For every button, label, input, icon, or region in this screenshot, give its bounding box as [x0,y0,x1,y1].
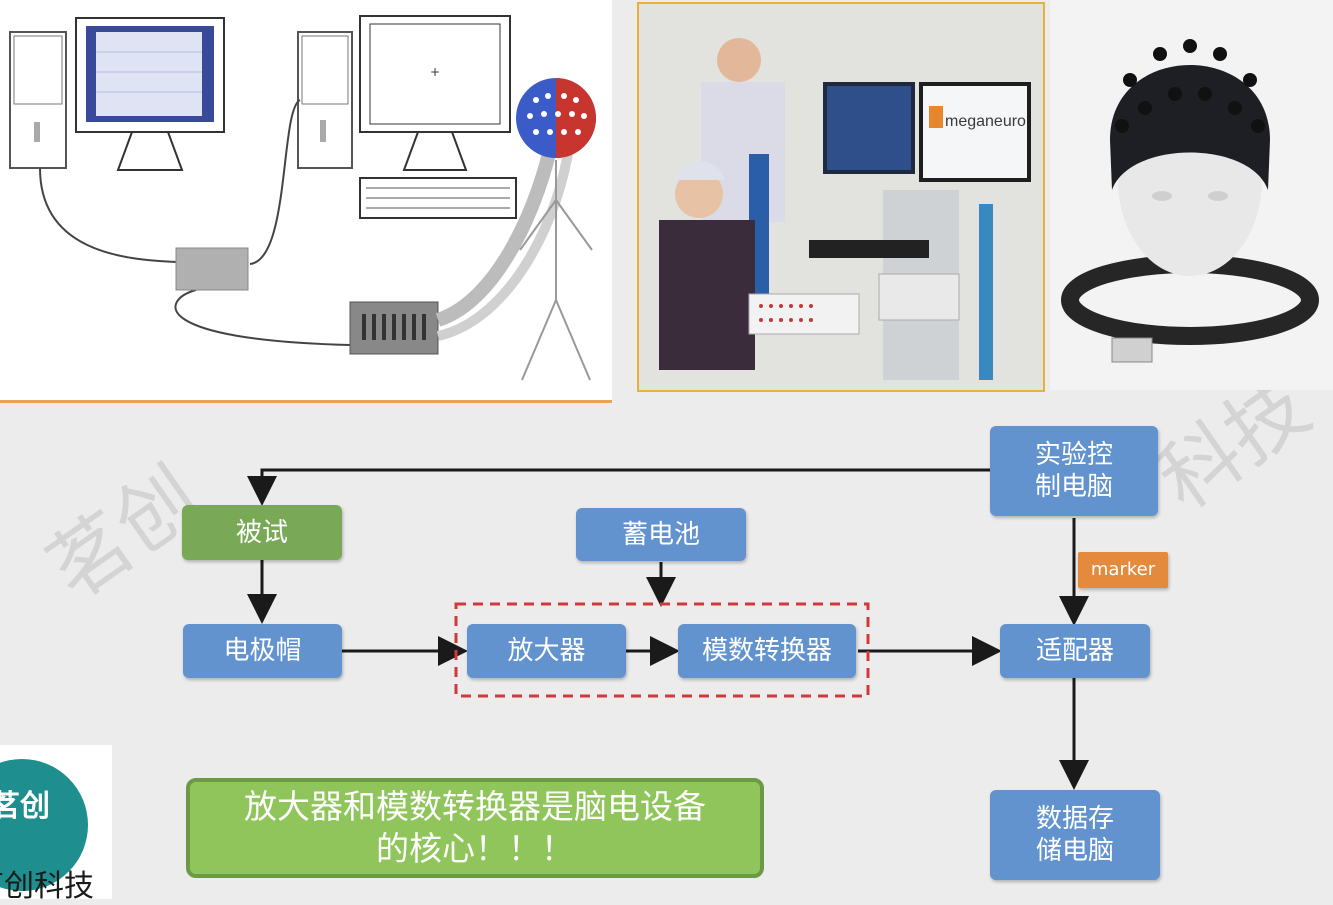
amplifier-box: 放大器 [467,624,626,678]
eeg-cap-drawing [1050,0,1333,390]
core-note: 放大器和模数转换器是脑电设备 的核心！！！ [186,778,764,878]
eeg-setup-schematic: + [0,0,612,403]
ad-converter-box: 模数转换器 [678,624,856,678]
battery-box: 蓄电池 [576,508,746,561]
eeg-cap-photo [1050,0,1333,390]
core-dashed-region [454,602,870,698]
experiment-control-pc-box: 实验控 制电脑 [990,426,1158,516]
photo-brand-text: meganeuro [945,113,1026,130]
logo-mark: 茗创 [0,789,50,824]
eeg-lab-photo: meganeuro [637,2,1045,392]
data-storage-pc-box: 数据存 储电脑 [990,790,1160,880]
subject-box: 被试 [182,505,342,560]
lab-photo-drawing: meganeuro [639,4,1043,390]
adapter-box: 适配器 [1000,624,1150,678]
electrode-cap-box: 电极帽 [183,624,342,678]
schematic-drawing: + [9,15,596,381]
marker-label: marker [1078,552,1168,588]
svg-text:+: + [430,65,440,79]
